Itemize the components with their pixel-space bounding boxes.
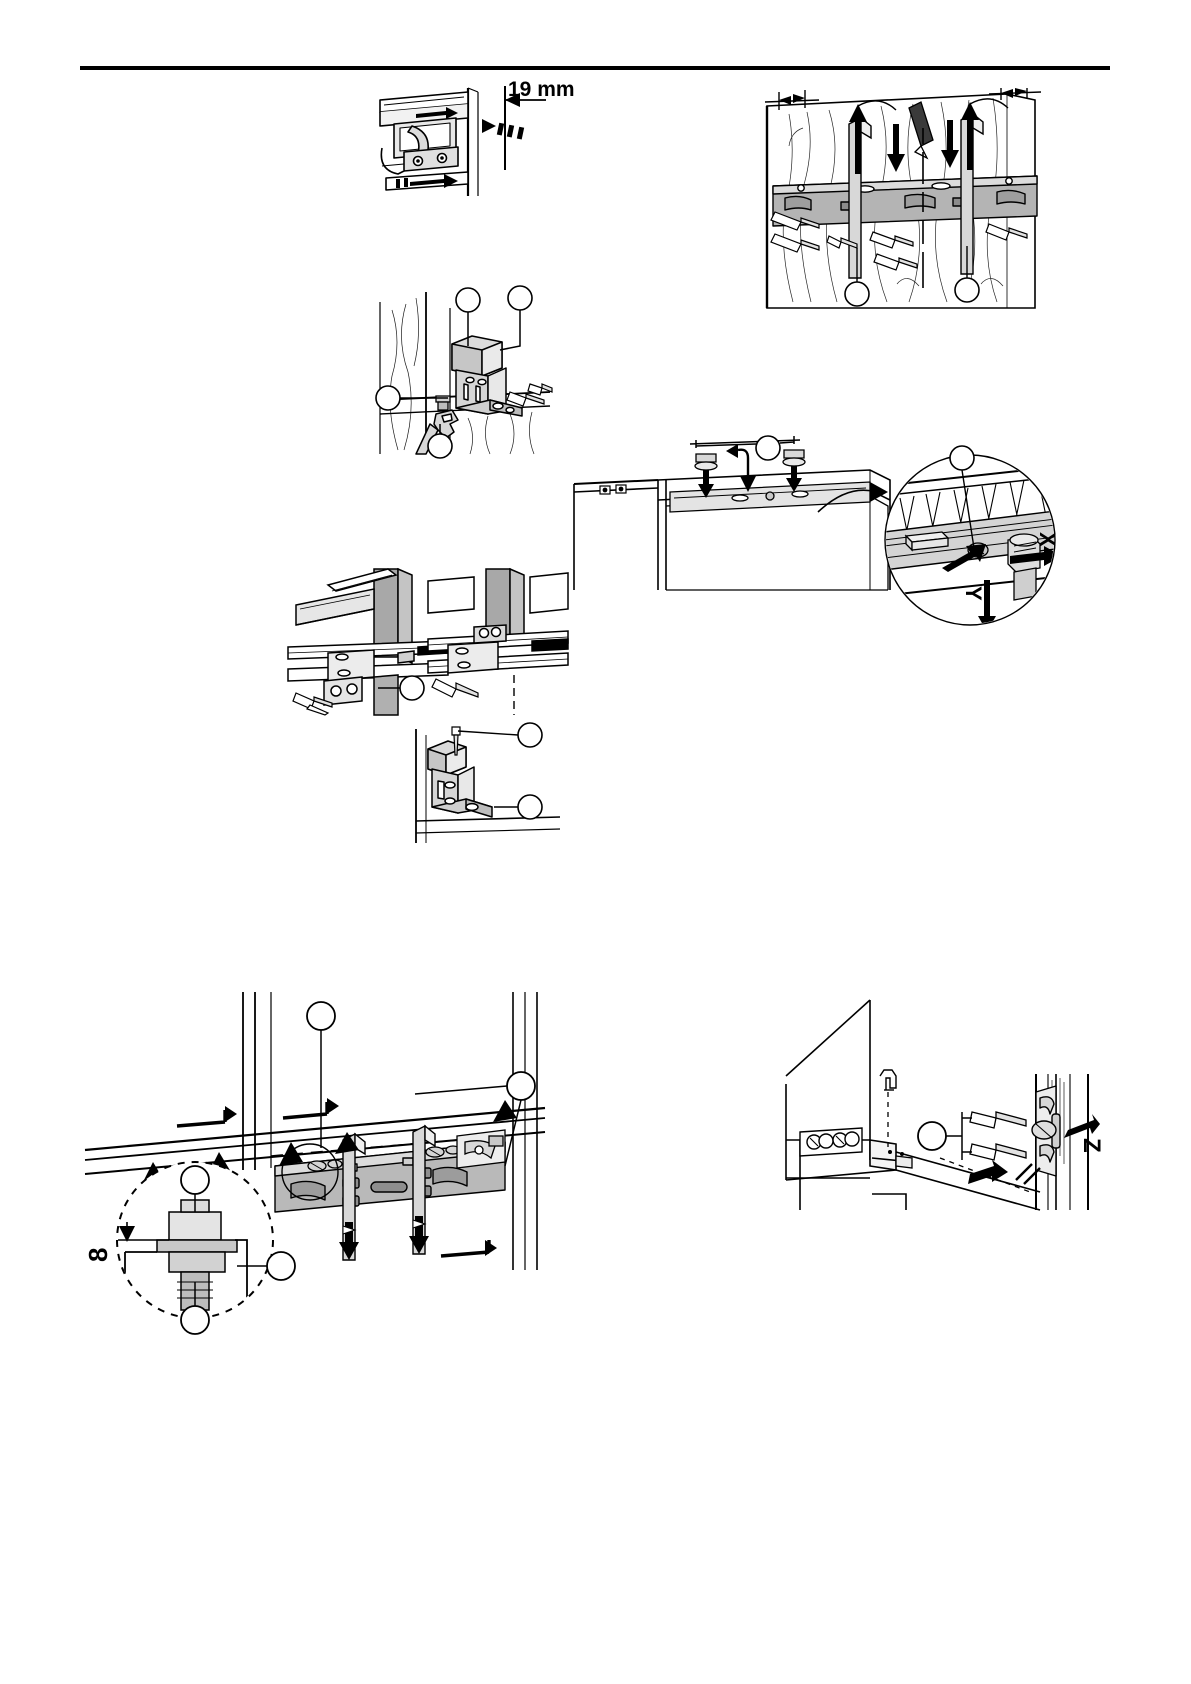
- dimension-19mm: 19 mm: [508, 78, 575, 101]
- callout-balloon: [517, 722, 543, 820]
- axis-label-y: Y: [961, 586, 986, 601]
- figure-cross-section-left: [287, 565, 449, 716]
- callout-balloon: [755, 435, 975, 471]
- figure-cross-section-right: [427, 565, 569, 715]
- figure-section-callout: [378, 668, 438, 708]
- figure-rail-alignment: 8: [83, 990, 546, 1335]
- callout-balloon: [399, 675, 425, 701]
- figure-plinth-arrow: [960, 1150, 1050, 1210]
- figure-z-adjust: Z: [700, 980, 1105, 1211]
- callout-balloon: [375, 285, 533, 459]
- figure-xy-adjust: X Y: [570, 435, 1070, 640]
- figure-hinge-offset: 19 mm: [360, 78, 580, 198]
- callout-balloon: [180, 1001, 536, 1335]
- callout-balloon: [917, 1121, 947, 1151]
- header-rule: [80, 66, 1110, 70]
- figure-corner-bracket: [372, 285, 553, 459]
- figure-angle-bracket: [400, 722, 561, 845]
- figure-wall-rail-mount: [745, 88, 1045, 313]
- callout-balloon: [844, 277, 980, 307]
- axis-label-x: X: [1035, 532, 1060, 547]
- dimension-8: 8: [83, 1248, 113, 1262]
- axis-label-z: Z: [1078, 1138, 1105, 1153]
